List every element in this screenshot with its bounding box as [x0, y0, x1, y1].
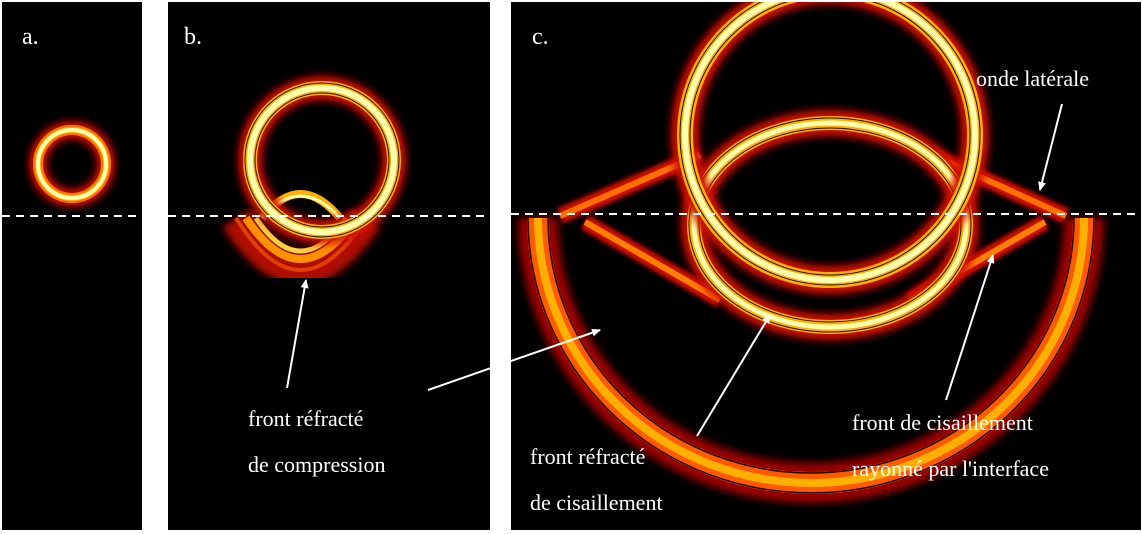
- cross-panel-arrow: [427, 328, 601, 391]
- panel-a-background: [2, 2, 142, 530]
- shear-interface-front-label-line1: front de cisaillement: [852, 410, 1033, 435]
- shear-refracted-front-label-line1: front réfracté: [530, 444, 645, 469]
- compression-front-label-line1: front réfracté: [248, 406, 363, 431]
- panel-c-wavefronts: [518, 2, 1104, 503]
- panel-c-incident-front: [671, 2, 989, 294]
- shear-interface-front-label-line2: rayonné par l'interface: [852, 456, 1049, 481]
- lateral-wave-label: onde latérale: [976, 66, 1089, 91]
- lateral-wave-arrow: [1038, 103, 1063, 191]
- shear-interface-front-arrow: [945, 254, 995, 401]
- compression-front-label-line2: de compression: [248, 452, 385, 477]
- panel-c-label: c.: [532, 24, 549, 50]
- panel-a-wavefronts: [29, 121, 115, 207]
- panel-a-label: a.: [22, 24, 39, 50]
- panel-b-label: b.: [184, 24, 202, 50]
- panel-c-refracted-shear-front: [518, 217, 1104, 503]
- panel-c: c. onde latérale front réfracté de cisai…: [511, 2, 1141, 530]
- shear-refracted-front-label-line2: de cisaillement: [530, 490, 663, 515]
- panel-b-wavefronts: [222, 76, 406, 285]
- panel-b-incident-front: [238, 76, 406, 244]
- panel-a: a.: [2, 2, 142, 530]
- panel-b: b. front réfracté de compression: [168, 2, 490, 530]
- compression-front-arrow: [286, 279, 309, 389]
- shear-refracted-front-arrow: [696, 314, 771, 437]
